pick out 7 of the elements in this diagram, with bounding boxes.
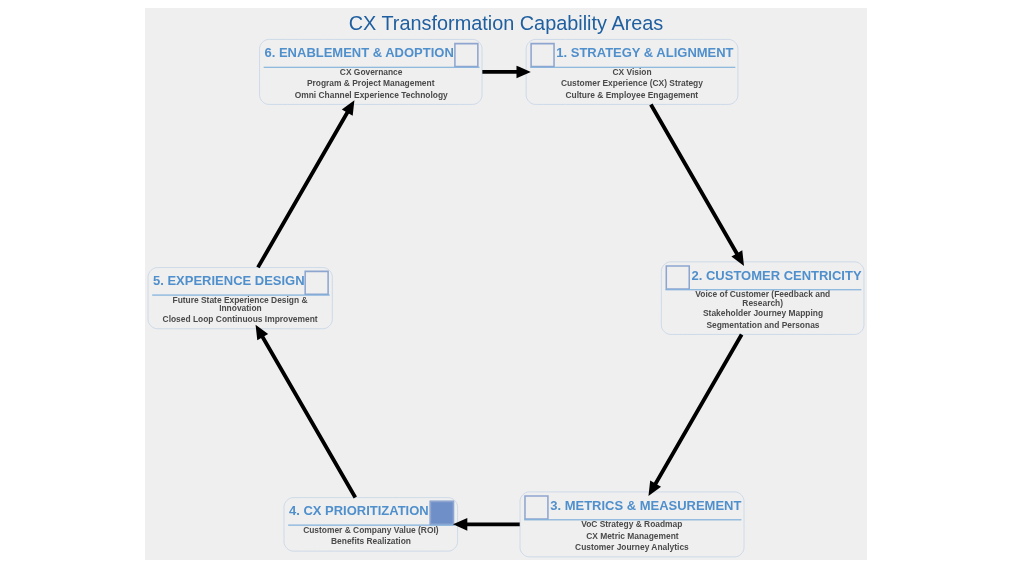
arrow — [452, 518, 520, 531]
arrow — [481, 65, 531, 79]
diagram-title: CX Transformation Capability Areas — [348, 12, 663, 35]
arrow — [255, 100, 354, 269]
arrow — [647, 333, 743, 496]
arrow — [648, 103, 744, 266]
arrow — [255, 324, 357, 499]
